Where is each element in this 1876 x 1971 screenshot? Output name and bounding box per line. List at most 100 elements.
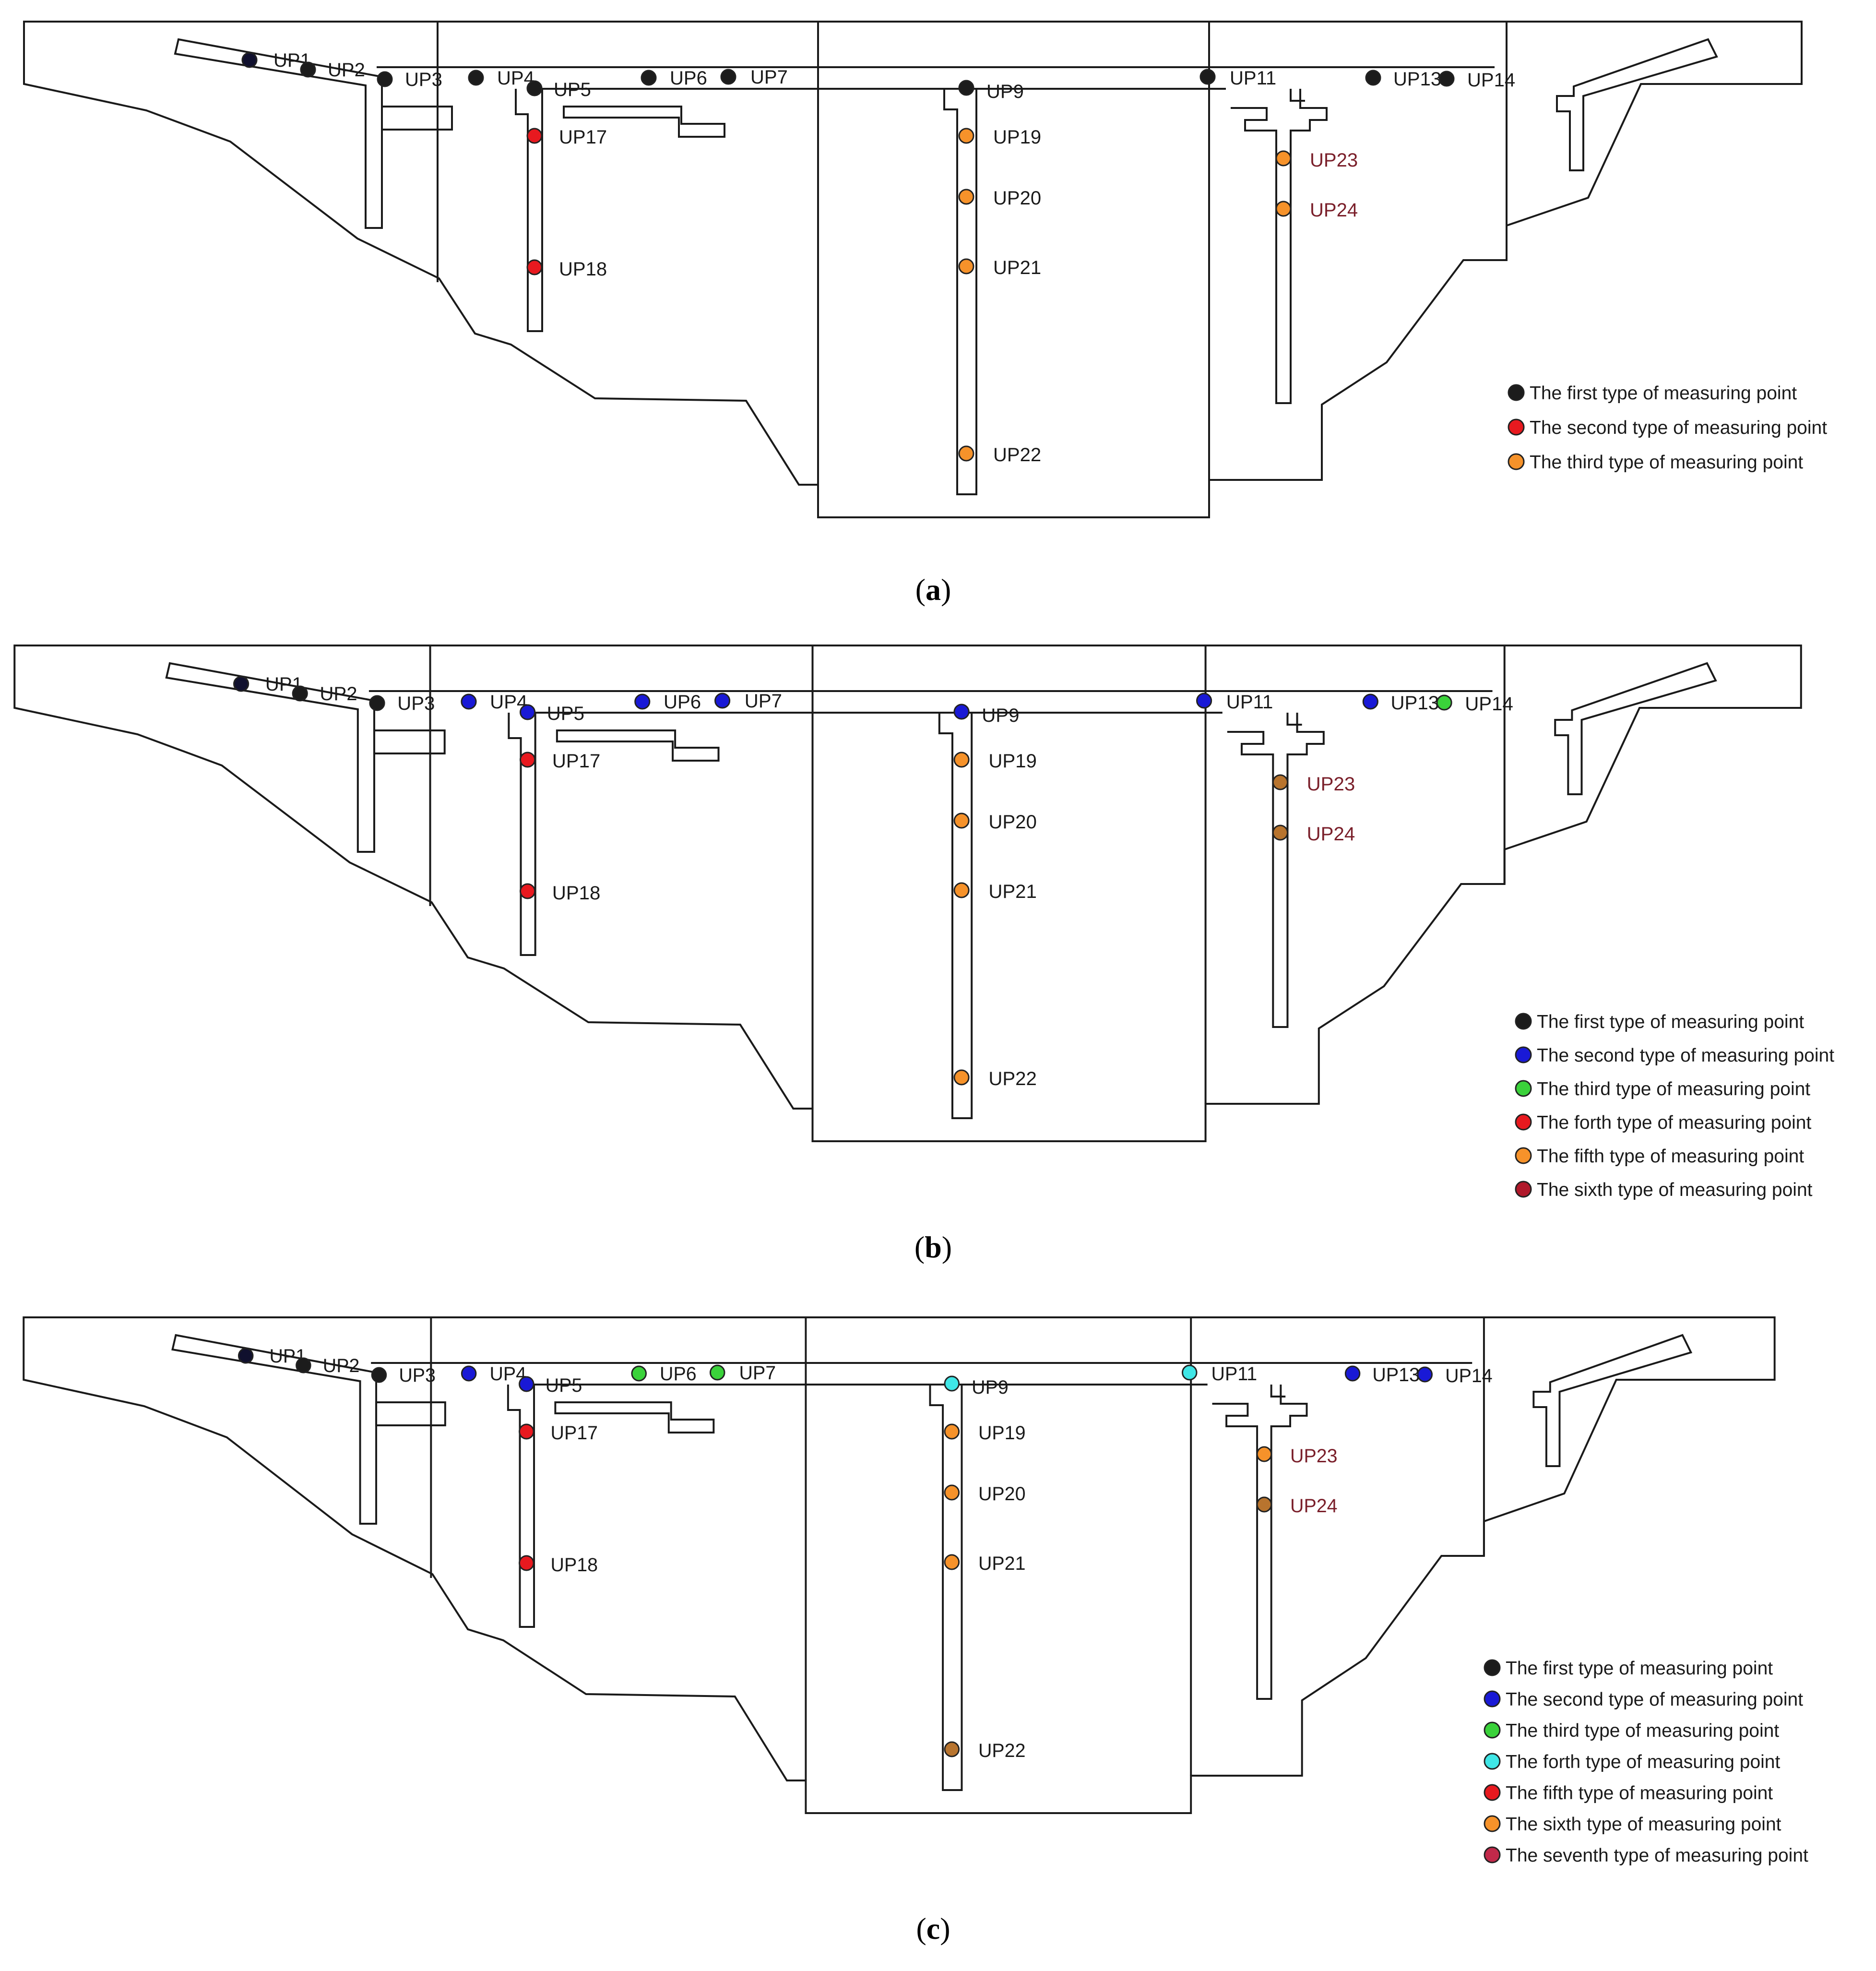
point-label: UP21 (978, 1553, 1026, 1574)
measuring-point-up24 (1272, 824, 1288, 841)
point-label: UP7 (745, 691, 782, 712)
point-label: UP6 (664, 692, 701, 713)
measuring-point-up13 (1362, 693, 1378, 710)
measuring-point-up4 (468, 70, 484, 86)
point-label: UP14 (1445, 1365, 1493, 1386)
measuring-point-up17 (519, 1423, 534, 1440)
legend-label: The sixth type of measuring point (1537, 1180, 1813, 1200)
legend-label: The first type of measuring point (1537, 1012, 1804, 1032)
legend-label: The third type of measuring point (1506, 1720, 1779, 1741)
measuring-point-up7 (709, 1364, 725, 1381)
legend-label: The first type of measuring point (1506, 1658, 1773, 1679)
point-label: UP13 (1391, 693, 1439, 714)
measuring-point-up3 (377, 71, 393, 87)
point-label: UP3 (399, 1365, 436, 1386)
measuring-point-up1 (241, 52, 258, 68)
point-label: UP23 (1307, 774, 1355, 795)
caption-open: ( (915, 573, 926, 607)
point-label: UP20 (993, 188, 1041, 209)
measuring-point-up5 (526, 80, 543, 96)
point-label: UP17 (551, 1422, 598, 1444)
legend-marker (1508, 418, 1525, 436)
legend-marker (1484, 1815, 1501, 1832)
measuring-point-up9 (958, 80, 974, 96)
measuring-point-up11 (1181, 1364, 1198, 1381)
measuring-point-up7 (720, 69, 736, 85)
caption-letter: b (925, 1230, 942, 1264)
point-label: UP23 (1310, 150, 1358, 171)
measuring-point-up17 (526, 128, 543, 144)
dam-cross-section (23, 21, 1803, 518)
measuring-point-up23 (1275, 150, 1292, 167)
measuring-point-up6 (634, 693, 651, 710)
point-label: UP21 (993, 257, 1041, 278)
point-label: UP22 (993, 444, 1041, 466)
point-label: UP3 (405, 69, 442, 90)
panel-caption: (a) (915, 573, 951, 607)
point-label: UP17 (552, 751, 601, 772)
measuring-point-up5 (519, 1376, 534, 1392)
point-label: UP5 (554, 79, 591, 100)
point-label: UP22 (978, 1740, 1026, 1761)
measuring-point-up11 (1199, 69, 1216, 85)
measuring-point-up6 (631, 1365, 647, 1382)
legend-marker (1515, 1181, 1532, 1198)
legend-label: The third type of measuring point (1530, 452, 1803, 473)
measuring-point-up1 (233, 676, 249, 692)
legend-label: The fifth type of measuring point (1506, 1783, 1773, 1804)
legend-marker (1484, 1659, 1501, 1676)
caption-letter: a (926, 573, 941, 607)
point-label: UP19 (988, 751, 1037, 772)
point-label: UP24 (1290, 1495, 1338, 1517)
measuring-point-up20 (958, 189, 974, 205)
legend-marker (1484, 1753, 1501, 1770)
caption-close: ) (942, 1230, 952, 1264)
measuring-point-up21 (958, 258, 974, 275)
measuring-point-up2 (292, 685, 308, 702)
measuring-point-up23 (1272, 774, 1288, 790)
measuring-point-up13 (1344, 1365, 1361, 1382)
legend-label: The forth type of measuring point (1537, 1112, 1811, 1133)
measuring-point-up22 (953, 1069, 970, 1086)
point-label: UP2 (323, 1355, 360, 1376)
legend-label: The third type of measuring point (1537, 1079, 1810, 1099)
measuring-point-up5 (519, 704, 536, 720)
point-label: UP21 (988, 881, 1037, 902)
measuring-point-up14 (1438, 71, 1455, 87)
point-label: UP24 (1310, 200, 1358, 221)
point-label: UP13 (1372, 1364, 1420, 1386)
point-label: UP6 (670, 68, 707, 89)
dam-cross-section (14, 645, 1801, 1141)
measuring-point-up23 (1256, 1446, 1272, 1462)
point-label: UP9 (982, 705, 1019, 726)
panel-caption: (b) (914, 1230, 952, 1264)
point-label: UP19 (978, 1422, 1026, 1444)
measuring-point-up3 (369, 695, 385, 711)
measuring-point-up18 (519, 883, 536, 899)
measuring-point-up14 (1417, 1366, 1433, 1383)
legend-marker (1484, 1784, 1501, 1801)
measuring-point-up14 (1436, 694, 1452, 711)
point-label: UP7 (750, 67, 788, 88)
legend-marker (1484, 1846, 1501, 1863)
legend-label: The first type of measuring point (1530, 383, 1797, 404)
legend-label: The second type of measuring point (1530, 418, 1827, 438)
measuring-point-up9 (953, 704, 970, 720)
measuring-point-up22 (958, 445, 974, 462)
measuring-point-up4 (461, 693, 477, 710)
measuring-point-up7 (714, 693, 731, 709)
measuring-point-up20 (953, 812, 970, 829)
legend-marker (1515, 1046, 1532, 1063)
point-label: UP2 (320, 683, 357, 705)
legend-marker (1515, 1013, 1532, 1030)
point-label: UP5 (547, 703, 584, 724)
measuring-point-up6 (641, 70, 657, 86)
measuring-point-up24 (1256, 1496, 1272, 1513)
point-label: UP5 (546, 1375, 582, 1396)
point-label: UP17 (559, 127, 607, 148)
point-label: UP14 (1467, 70, 1515, 91)
